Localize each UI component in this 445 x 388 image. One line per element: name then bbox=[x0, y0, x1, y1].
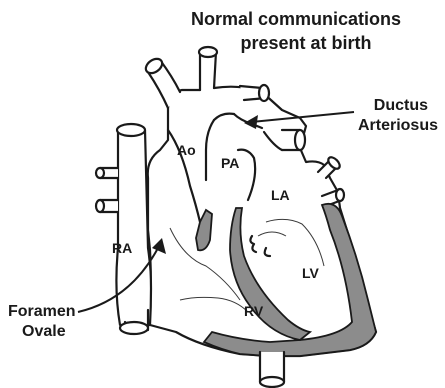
label-ao: Ao bbox=[177, 142, 196, 158]
title-line-2: present at birth bbox=[240, 33, 371, 53]
label-pa: PA bbox=[221, 155, 239, 171]
callout-ductus-line-1: Ductus bbox=[374, 97, 428, 114]
pulmonary-vessel-stubs-left bbox=[96, 168, 118, 212]
label-ra: RA bbox=[112, 240, 132, 256]
pulmonary-artery-branch bbox=[282, 130, 305, 150]
callout-foramen-line-1: Foramen bbox=[8, 303, 76, 320]
descending-vessel bbox=[260, 352, 284, 387]
label-rv: RV bbox=[244, 303, 264, 319]
label-la: LA bbox=[271, 187, 290, 203]
label-lv: LV bbox=[302, 265, 320, 281]
title-line-1: Normal communications bbox=[191, 9, 401, 29]
superior-vena-cava bbox=[116, 124, 151, 325]
callout-foramen-line-2: Ovale bbox=[22, 323, 66, 340]
callout-ductus-line-2: Arteriosus bbox=[358, 117, 438, 134]
